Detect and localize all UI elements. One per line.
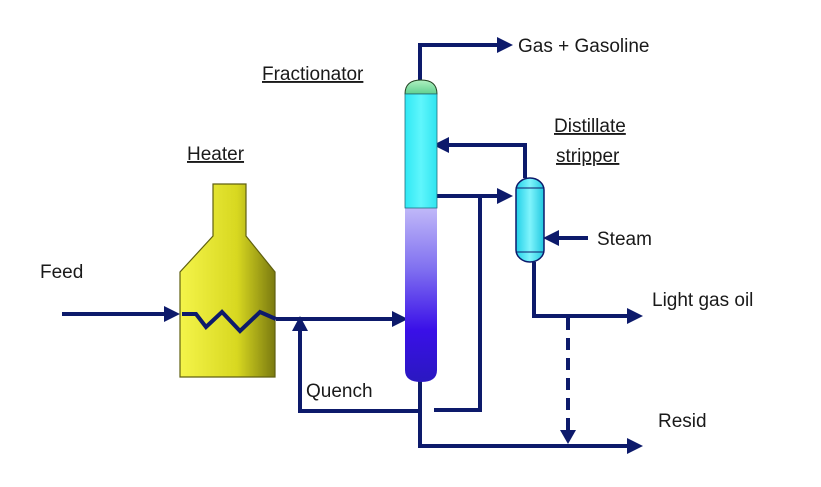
quench-arrow [292,316,308,331]
resid-arrow [627,438,643,454]
heater-coil [182,309,277,334]
stripper-return-line [448,143,527,178]
steam-label: Steam [597,229,652,250]
steam-arrow [543,230,559,246]
gas-gasoline-label: Gas + Gasoline [518,36,650,57]
optional-blend-arrow [560,430,576,444]
distillate-stripper-label-line2: stripper [556,146,620,167]
fractionator-column [404,79,438,382]
quench-label: Quench [306,381,373,402]
feed-arrow [164,306,180,322]
heater [179,183,277,378]
resid-line [418,380,628,448]
pumparound-line [434,196,482,412]
light-gas-oil-label: Light gas oil [652,290,753,311]
feed-label: Feed [40,262,83,283]
distillate-stripper [515,177,545,263]
resid-label: Resid [658,411,707,432]
stripper-return-arrow [433,137,449,153]
overhead-arrow [497,37,513,53]
fractionator-label: Fractionator [262,64,364,85]
side-draw-arrow [497,188,513,204]
overhead-line [418,43,498,84]
fractionator-inlet-arrow [392,311,408,327]
heater-label: Heater [187,144,245,165]
distillate-stripper-label-line1: Distillate [554,116,626,137]
light-gas-oil-arrow [627,308,643,324]
light-gas-oil-line [532,262,628,318]
quench-line [298,330,420,413]
